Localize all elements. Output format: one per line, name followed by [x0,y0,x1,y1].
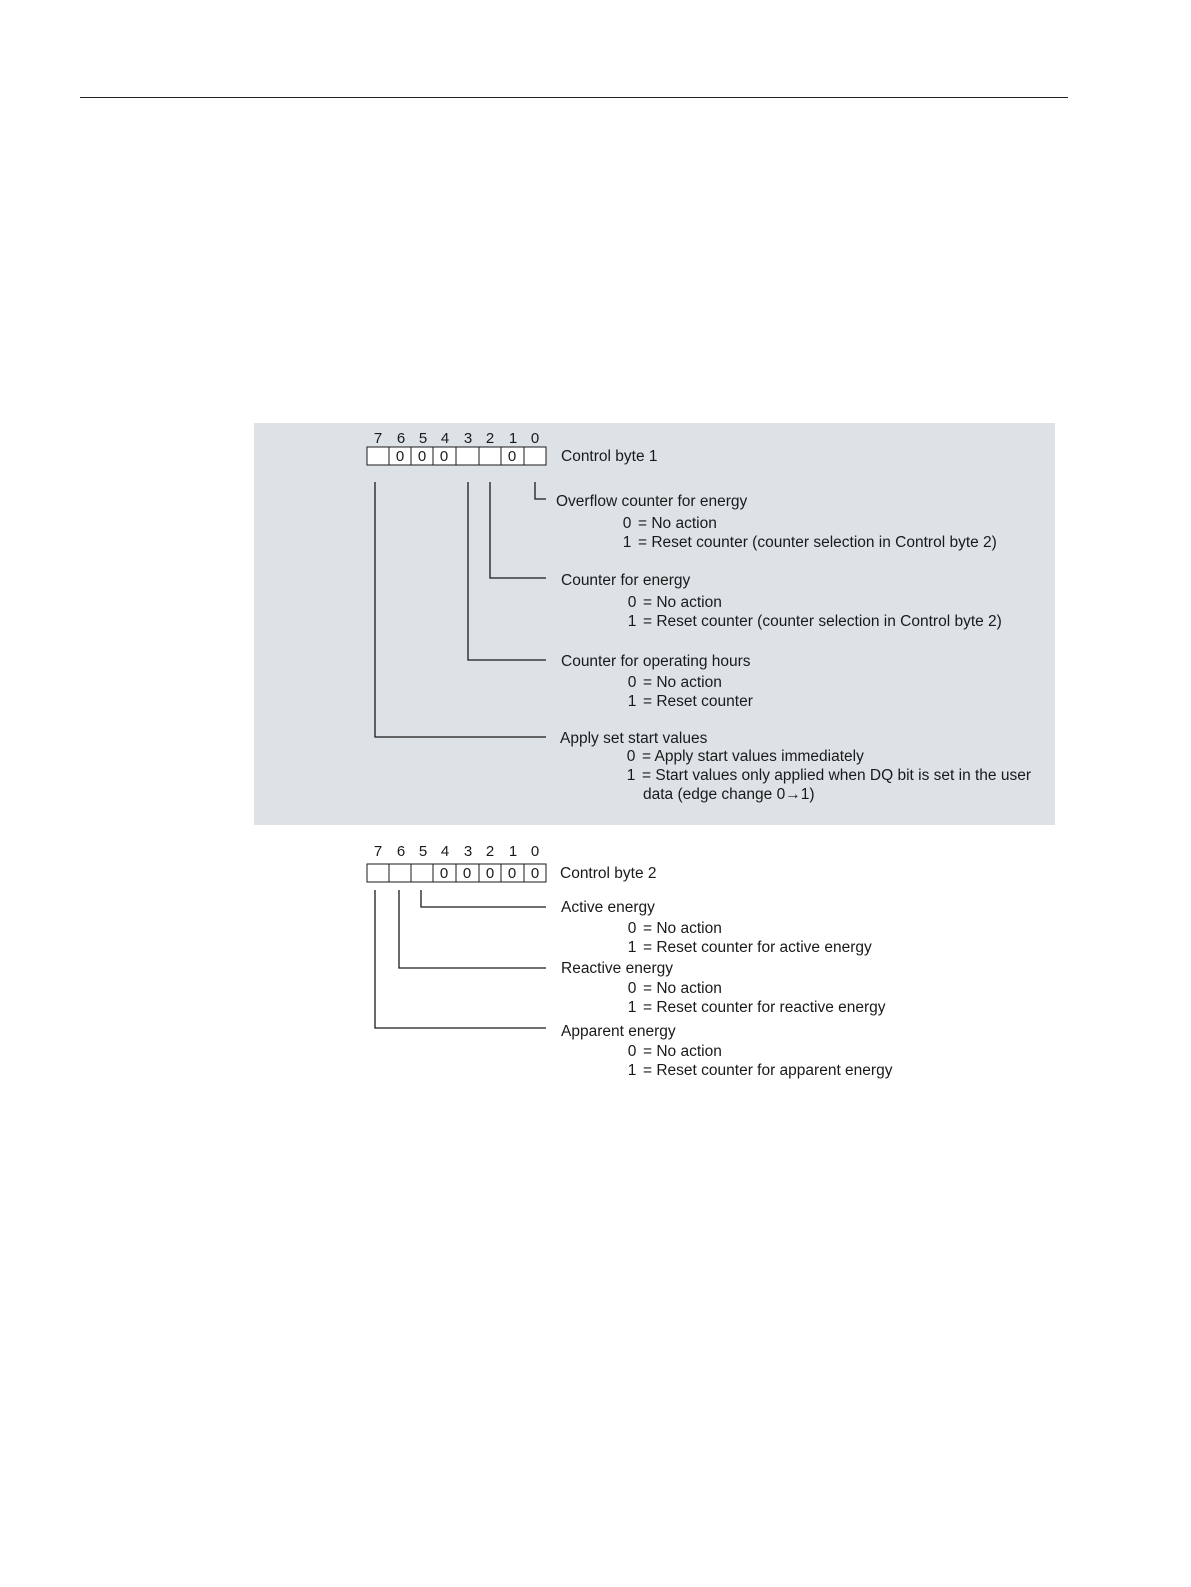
cb2-bit-label: 5 [419,843,427,860]
option-text: = No action [643,674,722,691]
cb1-title: Control byte 1 [561,448,658,465]
option-code: 0 [628,1043,637,1060]
cb1-cell: 0 [508,448,516,465]
option-code: 1 [628,1062,637,1079]
cb2-bit6-title: Reactive energy [561,960,673,977]
cb1-cell: 0 [440,448,448,465]
cb1-register-boxes [366,446,547,466]
cb1-cell: 0 [418,448,426,465]
cb1-bit-label: 7 [374,430,382,447]
option-text: = Reset counter [643,693,753,710]
cb1-bit2-title: Counter for energy [561,572,690,589]
cb1-cell: 0 [396,448,404,465]
option-text: = Reset counter for reactive energy [643,999,886,1016]
cb1-bit3-title: Counter for operating hours [561,653,751,670]
cb1-bit-label: 6 [397,430,405,447]
cb2-bit5-title: Active energy [561,899,655,916]
cb2-bit-numbers: 7 6 5 4 3 2 1 0 [374,843,539,860]
option-text: = Apply start values immediately [642,748,864,765]
option-code: 0 [628,920,637,937]
option-code: 1 [628,939,637,956]
cb2-bit-label: 0 [531,843,539,860]
cb2-leader-lines [374,890,546,1029]
cb2-cell: 0 [440,865,448,882]
option-text: = No action [643,980,722,997]
cb1-bit0-title: Overflow counter for energy [556,493,748,510]
cb1-bit-label: 5 [419,430,427,447]
option-text: = No action [643,594,722,611]
cb2-cell: 0 [531,865,539,882]
option-code: 1 [623,534,632,551]
cb1-bit-label: 3 [464,430,472,447]
cb1-bit0-description: Overflow counter for energy 0 = No actio… [556,493,997,551]
option-text: = Reset counter for apparent energy [643,1062,893,1079]
option-text: = Reset counter for active energy [643,939,872,956]
option-text: = No action [643,1043,722,1060]
option-code: 1 [627,767,636,784]
option-code: 0 [628,674,637,691]
option-code: 0 [627,748,636,765]
cb1-bit-label: 2 [486,430,494,447]
option-code: 1 [628,693,637,710]
cb2-register-boxes [366,863,547,883]
cb1-bit7-description: Apply set start values 0 = Apply start v… [560,730,1031,803]
option-code: 1 [628,613,637,630]
cb2-bit7-title: Apparent energy [561,1023,676,1040]
cb1-bit-label: 4 [441,430,449,447]
cb1-bit3-description: Counter for operating hours 0 = No actio… [561,653,753,710]
option-code: 0 [628,980,637,997]
option-text: = No action [638,515,717,532]
cb2-bit-label: 2 [486,843,494,860]
control-byte-1-panel [254,423,1055,825]
cb2-cell: 0 [463,865,471,882]
cb2-bit-label: 4 [441,843,449,860]
cb2-bit-label: 7 [374,843,382,860]
option-code: 1 [628,999,637,1016]
control-byte-1: 7 6 5 4 3 2 1 0 0 0 0 0 [366,430,1031,803]
cb2-title: Control byte 2 [560,865,657,882]
cb1-cell-values: 0 0 0 0 [396,448,516,465]
cb2-cell: 0 [508,865,516,882]
option-text: = Reset counter (counter selection in Co… [643,613,1002,630]
cb2-bit6-description: Reactive energy 0 = No action 1 = Reset … [561,960,886,1016]
cb1-leader-lines [374,482,546,738]
option-text: = Reset counter (counter selection in Co… [638,534,997,551]
option-code: 0 [628,594,637,611]
option-text-continuation: data (edge change 0→1) [643,786,814,803]
header-rule [80,97,1068,98]
option-text: = No action [643,920,722,937]
cb1-bit-numbers: 7 6 5 4 3 2 1 0 [374,430,539,447]
cb1-bit7-title: Apply set start values [560,730,708,747]
cb2-bit-label: 3 [464,843,472,860]
cb1-bit2-description: Counter for energy 0 = No action 1 = Res… [561,572,1002,630]
cb1-bit-label: 0 [531,430,539,447]
cb2-cell: 0 [486,865,494,882]
cb1-bit-label: 1 [509,430,517,447]
cb2-bit5-description: Active energy 0 = No action 1 = Reset co… [561,899,872,956]
option-code: 0 [623,515,632,532]
cb2-bit-label: 1 [509,843,517,860]
option-text: = Start values only applied when DQ bit … [642,767,1031,784]
cb2-bit-label: 6 [397,843,405,860]
cb2-cell-values: 0 0 0 0 0 [440,865,539,882]
cb2-bit7-description: Apparent energy 0 = No action 1 = Reset … [561,1023,893,1079]
control-byte-2: 7 6 5 4 3 2 1 0 0 0 0 0 0 [366,843,893,1079]
